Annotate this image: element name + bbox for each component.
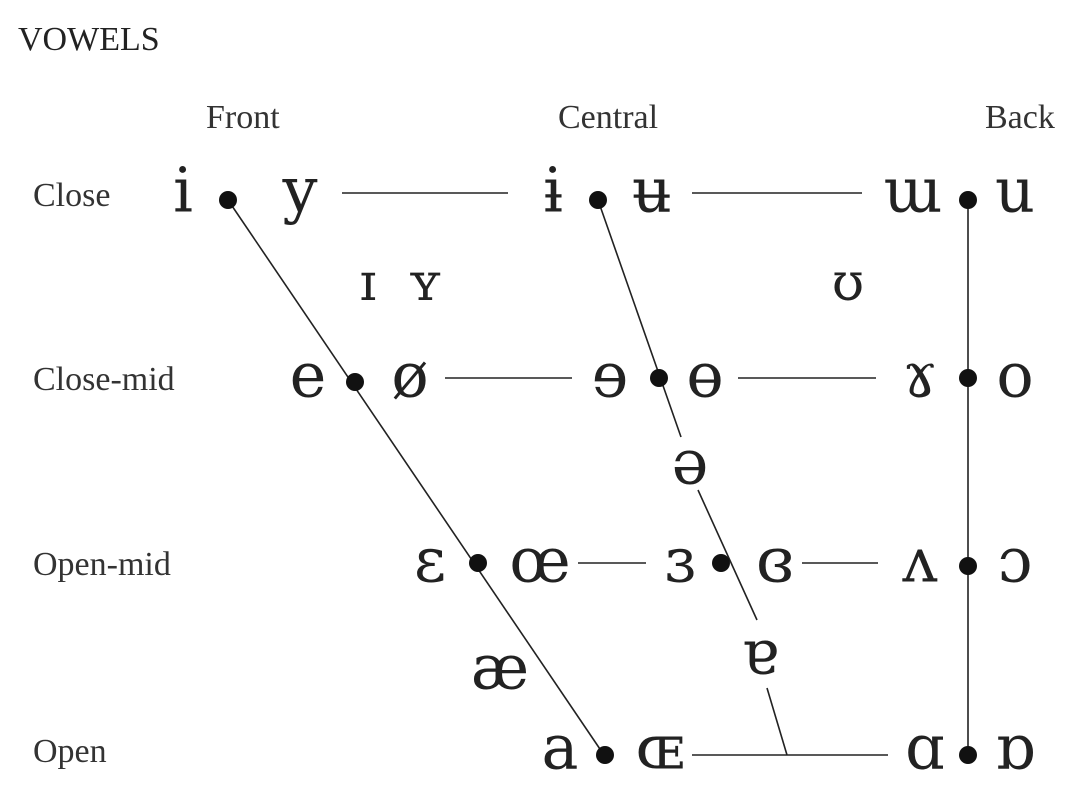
dot (959, 191, 977, 209)
vowel-closed-reversed-epsilon: ɞ (756, 524, 794, 597)
row-open: Open (33, 733, 107, 770)
vowel-open-o: ɔ (998, 524, 1033, 597)
dot (959, 557, 977, 575)
vowel-upsilon: ʊ (832, 253, 864, 313)
vowel-u: u (995, 154, 1035, 227)
vowel-reversed-e: ɘ (592, 339, 629, 412)
dot (712, 554, 730, 572)
vowel-small-cap-i: ɪ (360, 253, 377, 313)
central-line-upper (597, 199, 682, 438)
vowel-ash: æ (471, 631, 529, 704)
vowel-symbols: i y ɨ ʉ ɯ u ɪ ʏ ʊ e ø ɘ ɵ ɤ o ə ɛ œ ɜ ɞ … (173, 154, 1035, 784)
vowel-turned-v: ʌ (901, 524, 937, 597)
dot (469, 554, 487, 572)
vowel-o: o (996, 339, 1033, 412)
vowel-e: e (290, 339, 327, 412)
dot (219, 191, 237, 209)
vowel-small-cap-y: ʏ (408, 253, 442, 313)
dot (959, 369, 977, 387)
front-edge-line (227, 199, 605, 756)
vowel-reversed-epsilon: ɜ (664, 524, 696, 597)
vowel-i: i (173, 154, 193, 227)
vowel-o-slash: ø (391, 339, 428, 412)
chart-title: VOWELS (18, 21, 160, 58)
row-close: Close (33, 177, 110, 214)
vowel-oe: œ (509, 524, 570, 597)
vowel-barred-o: ɵ (686, 339, 723, 412)
dot (346, 373, 364, 391)
chart-lines (227, 192, 969, 756)
column-front: Front (206, 99, 280, 136)
vowel-barred-i: ɨ (543, 154, 563, 227)
vowel-epsilon: ɛ (414, 524, 446, 597)
row-open-mid: Open-mid (33, 546, 171, 583)
dot (596, 746, 614, 764)
vowel-turned-a: ɐ (742, 616, 779, 689)
dot (959, 746, 977, 764)
vowel-schwa: ə (672, 426, 709, 499)
vowel-script-a: ɑ (905, 711, 945, 784)
vowel-dots (219, 191, 977, 764)
vowel-y: y (281, 154, 317, 227)
column-back: Back (985, 99, 1055, 136)
vowel-rams-horn: ɤ (903, 339, 938, 412)
vowel-small-cap-oe: ɶ (636, 711, 685, 784)
central-line-lower (766, 687, 788, 756)
column-central: Central (558, 99, 658, 136)
dot (650, 369, 668, 387)
vowel-turned-script-a: ɒ (995, 711, 1035, 784)
vowel-a: a (542, 711, 579, 784)
central-line-middle (697, 489, 758, 621)
vowel-turned-m: ɯ (884, 154, 943, 227)
row-close-mid: Close-mid (33, 361, 175, 398)
dot (589, 191, 607, 209)
vowel-barred-u: ʉ (632, 154, 672, 227)
